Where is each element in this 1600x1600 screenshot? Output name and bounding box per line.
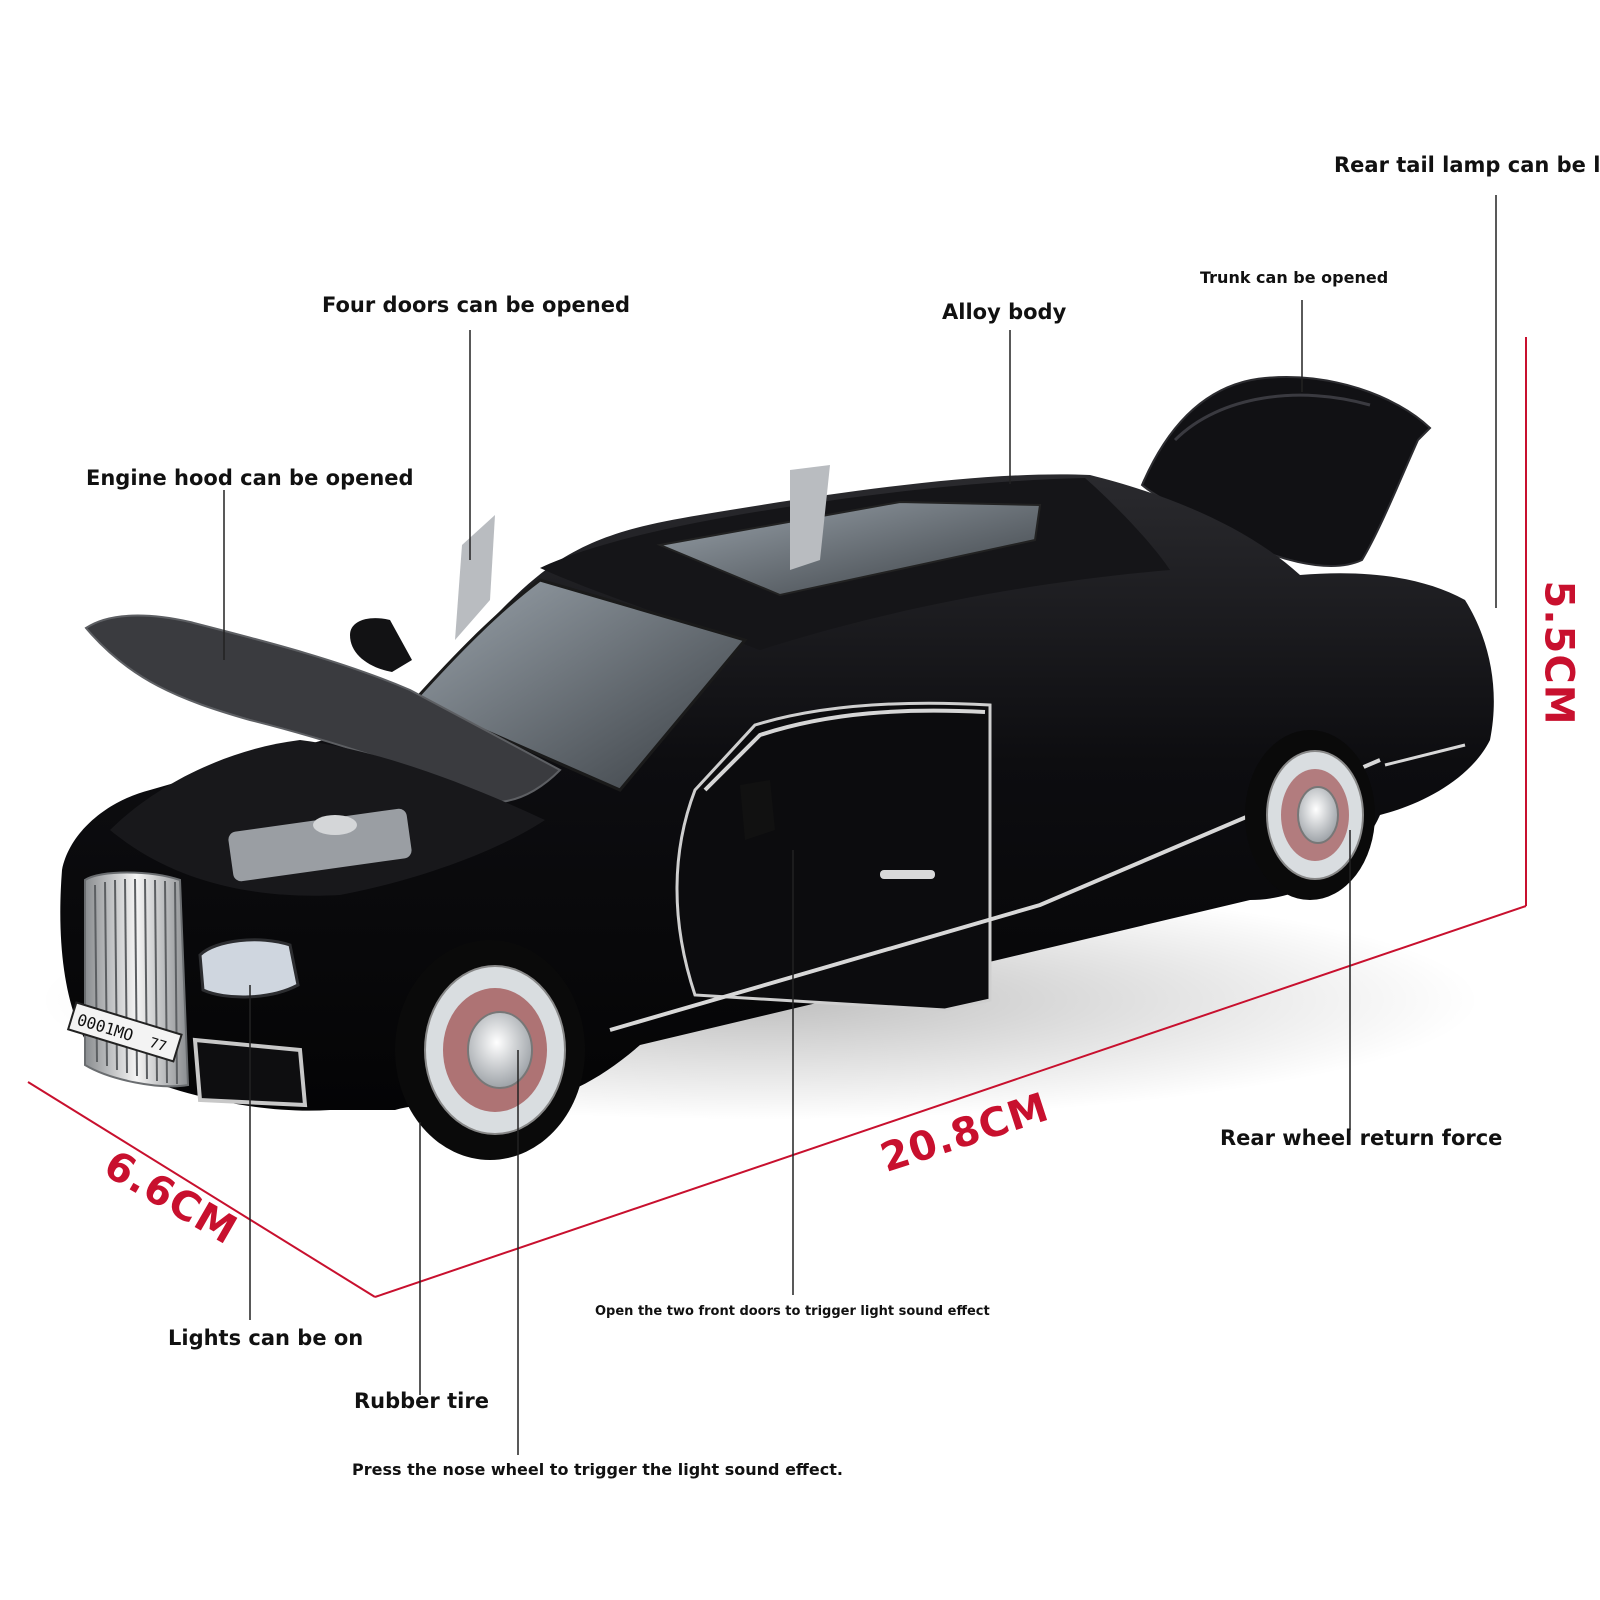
callout-four-doors: Four doors can be opened [322, 293, 630, 317]
sunroof [656, 500, 1042, 597]
callout-front-doors-effect: Open the two front doors to trigger ligh… [595, 1304, 990, 1319]
callout-rubber-tire: Rubber tire [354, 1389, 489, 1413]
engine-hood [84, 614, 562, 804]
callout-trunk: Trunk can be opened [1200, 268, 1389, 287]
callout-engine-hood: Engine hood can be opened [86, 466, 414, 490]
rear-chrome-trim [1384, 743, 1466, 767]
door-mirror [740, 780, 775, 840]
plate-region: 77 [147, 1035, 168, 1055]
front-door-window-frame [703, 708, 986, 792]
front-wheel [395, 940, 585, 1160]
engine-cap [313, 815, 357, 835]
windshield [412, 578, 748, 792]
dimension-height: 5.5CM [1535, 580, 1582, 726]
length-dimension-line [374, 905, 1527, 1298]
callout-rear-wheel: Rear wheel return force [1220, 1126, 1503, 1150]
width-dimension-line [27, 1081, 376, 1298]
callout-leader-lines [223, 195, 1497, 1455]
trunk-lid-highlight [1173, 393, 1371, 442]
side-mirror [350, 618, 412, 672]
rear-wheel [1245, 730, 1375, 900]
engine-block [228, 808, 412, 882]
headlight [198, 938, 300, 999]
far-door-open [455, 515, 495, 640]
dimension-lines [27, 337, 1527, 1298]
license-plate: 0001MO 77 [66, 1001, 183, 1063]
callout-nose-wheel-effect: Press the nose wheel to trigger the ligh… [352, 1460, 843, 1479]
callout-rear-tail-lamp: Rear tail lamp can be lit [1334, 153, 1600, 177]
callout-lights: Lights can be on [168, 1326, 364, 1350]
far-rear-door-open [790, 465, 830, 570]
front-door-open [675, 701, 992, 1012]
front-door-handle [880, 870, 935, 879]
callout-alloy-body: Alloy body [942, 300, 1067, 324]
